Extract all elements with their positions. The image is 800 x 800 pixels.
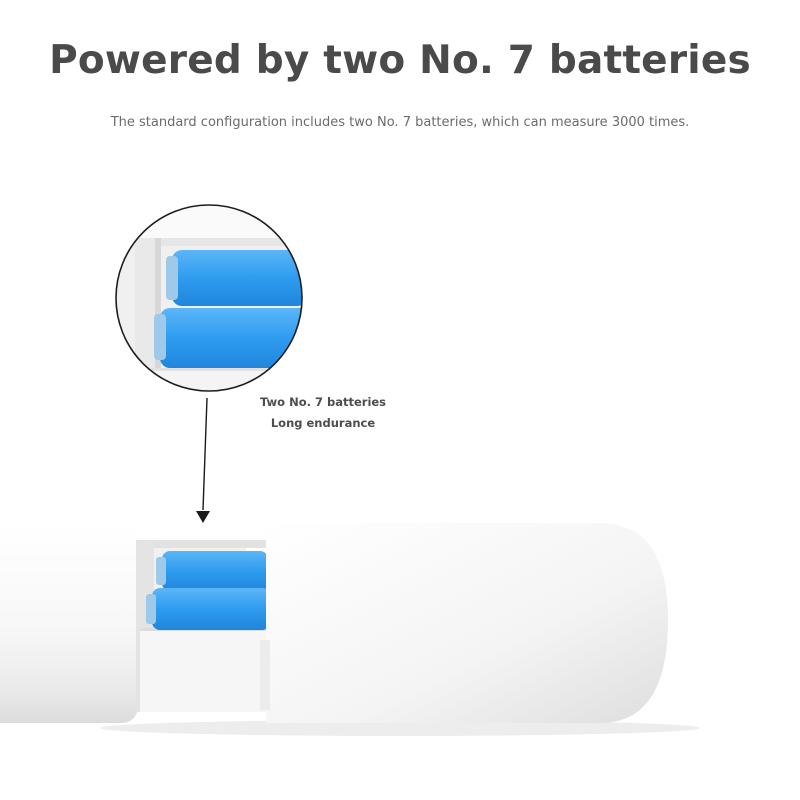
battery-compartment xyxy=(136,540,270,712)
battery-callout: Two No. 7 batteries Long endurance xyxy=(248,392,398,434)
battery-icon xyxy=(154,308,302,368)
battery-icon xyxy=(156,551,268,591)
battery-icon xyxy=(166,250,302,306)
zoom-circle xyxy=(115,204,303,392)
callout-line-2: Long endurance xyxy=(270,416,376,430)
callout-line-1: Two No. 7 batteries xyxy=(259,395,387,409)
battery-icon xyxy=(146,588,270,630)
page-subtitle: The standard configuration includes two … xyxy=(110,115,690,130)
pointer-arrow xyxy=(196,397,210,523)
device-body xyxy=(0,523,700,736)
page-title: Powered by two No. 7 batteries xyxy=(49,38,751,83)
